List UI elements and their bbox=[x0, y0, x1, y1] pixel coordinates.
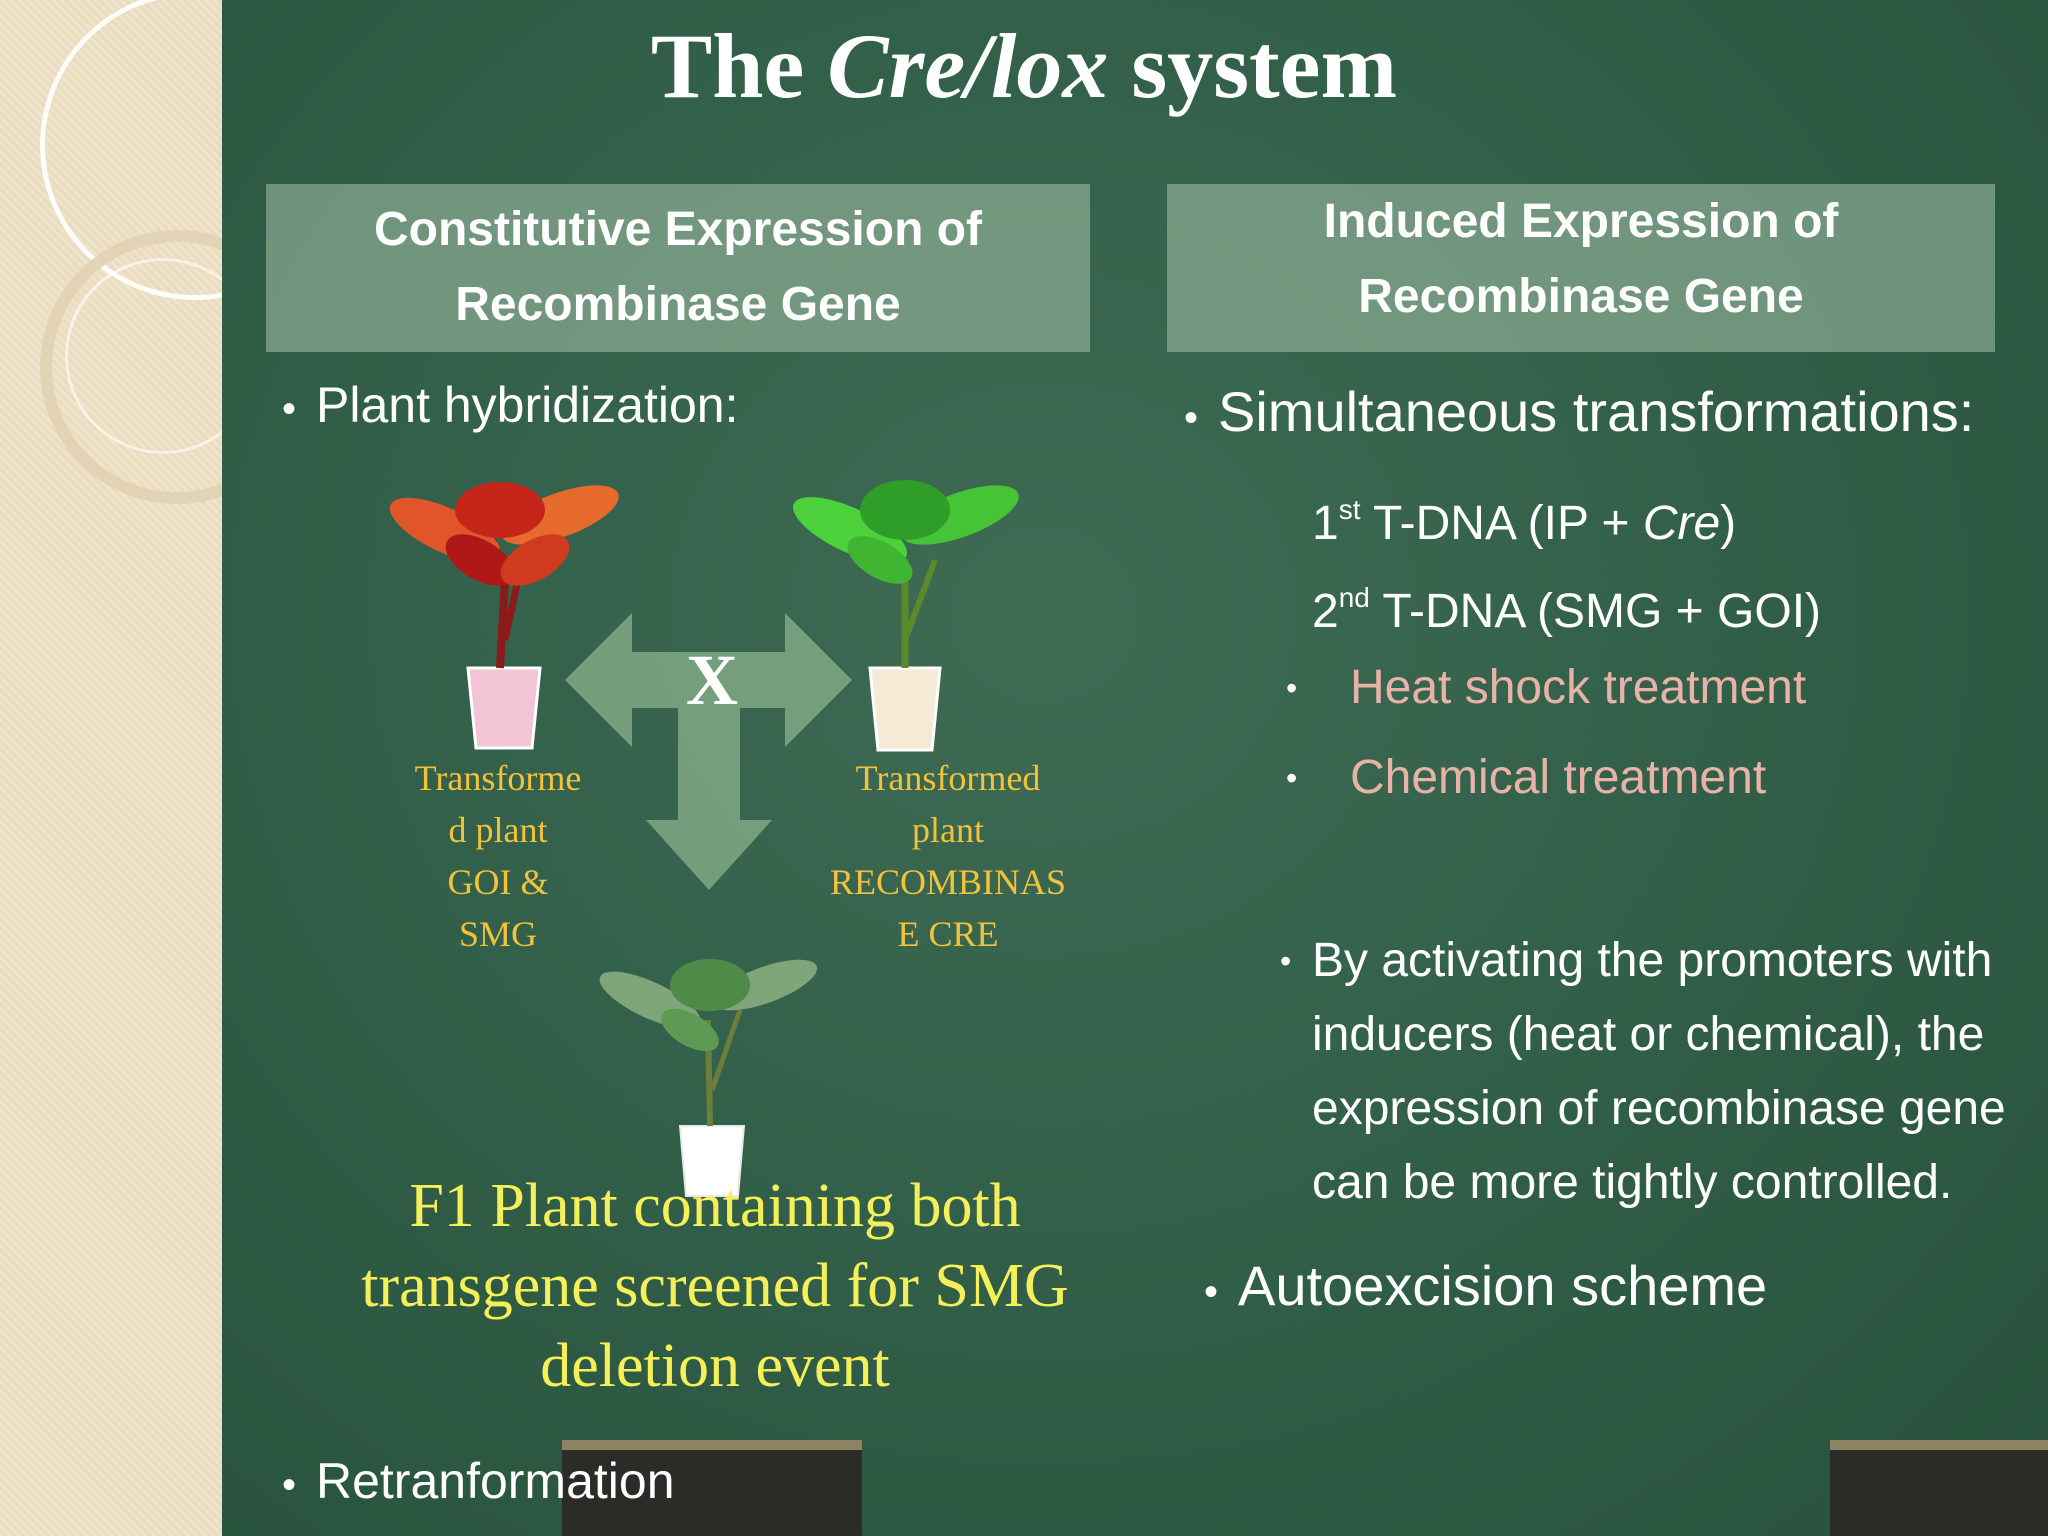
bullet-dot: • bbox=[1280, 943, 1292, 979]
induced-expression-header: Induced Expression of Recombinase Gene bbox=[1167, 184, 1995, 352]
bullet-simultaneous-transformations: •Simultaneous transformations: bbox=[1184, 374, 1974, 456]
chalk-ledge bbox=[562, 1440, 862, 1536]
plant-left-label: Transforme d plant GOI & SMG bbox=[398, 752, 598, 960]
label-line: E CRE bbox=[897, 914, 999, 954]
label-line: Transformed bbox=[855, 758, 1041, 798]
second-tdna-line: 2nd T-DNA (SMG + GOI) bbox=[1312, 582, 1822, 638]
bullet-retransformation: •Retranformation bbox=[282, 1446, 675, 1520]
header-line: Recombinase Gene bbox=[1358, 270, 1804, 323]
cross-symbol: X bbox=[686, 640, 738, 720]
plant-right-label: Transformed plant RECOMBINAS E CRE bbox=[818, 752, 1078, 960]
label-line: Transforme bbox=[414, 758, 582, 798]
caption-line: F1 Plant containing both bbox=[409, 1172, 1021, 1240]
paragraph-line: can be more tightly controlled. bbox=[1312, 1156, 1953, 1209]
label-line: SMG bbox=[458, 914, 538, 954]
header-line: Recombinase Gene bbox=[455, 278, 901, 331]
paragraph-line: By activating the promoters with bbox=[1312, 934, 1993, 987]
red-plant-icon bbox=[389, 482, 619, 750]
f1-plant-caption: F1 Plant containing both transgene scree… bbox=[330, 1166, 1100, 1406]
bullet-dot: • bbox=[282, 1463, 297, 1507]
bullet-dot: • bbox=[1286, 670, 1298, 706]
label-line: GOI & bbox=[447, 862, 549, 902]
chalk-ledge bbox=[1830, 1440, 2048, 1536]
decorative-left-strip bbox=[0, 0, 222, 1536]
heat-shock-treatment-item: •Heat shock treatment bbox=[1286, 656, 1806, 720]
plant-pot bbox=[868, 666, 942, 752]
paragraph-line: inducers (heat or chemical), the bbox=[1312, 1008, 1985, 1061]
f1-plant-icon bbox=[599, 959, 818, 1197]
green-plant-icon bbox=[793, 480, 1019, 752]
cross-arrows bbox=[565, 613, 852, 890]
label-line: RECOMBINAS bbox=[829, 862, 1067, 902]
caption-line: deletion event bbox=[540, 1332, 890, 1400]
label-line: d plant bbox=[448, 810, 548, 850]
bullet-plant-hybridization: •Plant hybridization: bbox=[282, 370, 738, 444]
chemical-treatment-item: •Chemical treatment bbox=[1286, 746, 1766, 810]
slide-title: The Cre/lox system bbox=[650, 15, 1398, 117]
plant-pot bbox=[678, 1125, 746, 1197]
plant-pot bbox=[466, 666, 542, 750]
bullet-dot: • bbox=[1204, 1270, 1219, 1314]
bullet-dot: • bbox=[1184, 396, 1199, 440]
bullet-dot: • bbox=[1286, 760, 1298, 796]
paragraph-line: expression of recombinase gene bbox=[1312, 1082, 2006, 1135]
induced-expression-paragraph: • By activating the promoters with induc… bbox=[1280, 924, 2032, 1220]
double-arrow-horizontal bbox=[565, 613, 852, 747]
header-line: Induced Expression of bbox=[1323, 195, 1839, 248]
arrow-down bbox=[646, 705, 772, 890]
label-line: plant bbox=[912, 810, 984, 850]
bullet-dot: • bbox=[282, 387, 297, 431]
first-tdna-line: 1st T-DNA (IP + Cre) bbox=[1312, 494, 1737, 550]
title-italic: Cre/lox bbox=[827, 15, 1109, 117]
constitutive-expression-header: Constitutive Expression of Recombinase G… bbox=[266, 184, 1090, 352]
bullet-autoexcision-scheme: •Autoexcision scheme bbox=[1204, 1248, 1767, 1330]
caption-line: transgene screened for SMG bbox=[361, 1252, 1069, 1320]
header-line: Constitutive Expression of bbox=[373, 203, 983, 256]
